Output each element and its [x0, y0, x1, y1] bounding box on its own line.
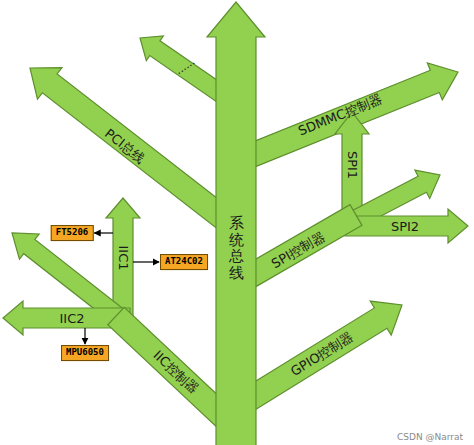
leader-arrow [84, 328, 85, 344]
trunk-label: 系统总线 [229, 215, 244, 281]
chip-box: AT24C02 [160, 254, 208, 270]
port-label: SPI1 [346, 151, 359, 179]
watermark: CSDN @Narrat [397, 433, 463, 442]
chip-name: MPU6050 [66, 348, 104, 358]
gpio-branch [234, 301, 402, 415]
pci-branch [30, 68, 239, 235]
leader-arrow [94, 232, 113, 233]
chip-name: FT5206 [56, 228, 89, 238]
port-label: SPI2 [391, 220, 419, 233]
chip-name: AT24C02 [165, 257, 203, 267]
port-label: IIC2 [59, 312, 84, 325]
spi2-branch [345, 209, 468, 243]
chip-box: FT5206 [51, 225, 94, 241]
chip-box: MPU6050 [61, 345, 109, 361]
system-bus-trunk [207, 2, 265, 445]
port-label: IIC1 [117, 245, 130, 270]
leader-arrow [133, 261, 159, 262]
iic2-branch [3, 301, 130, 335]
